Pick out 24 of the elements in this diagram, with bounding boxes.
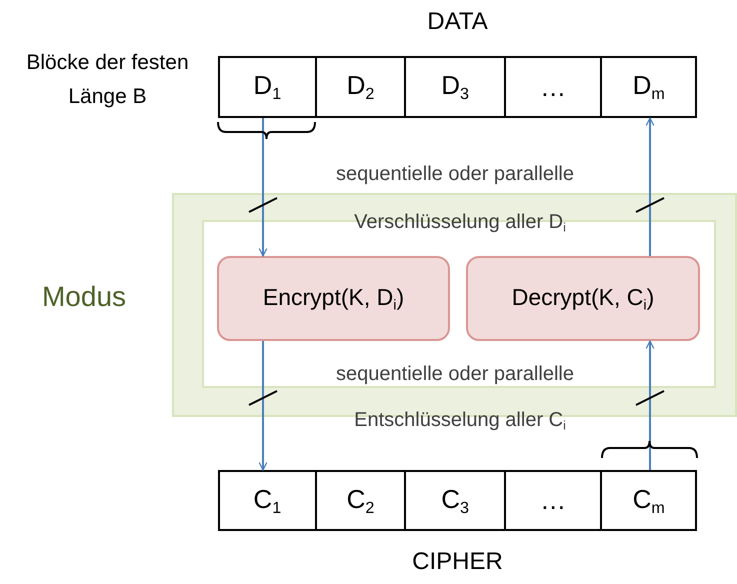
annotation-text: Verschlüsselung aller D$_{i}$ <box>353 210 567 236</box>
bar-title: CIPHER <box>411 548 504 576</box>
process-box: Encrypt(K, D$_{i}$) <box>217 256 450 341</box>
block-cell: D$_{m}$ <box>600 58 695 116</box>
block-cell: D$_{2}$ <box>314 58 404 116</box>
block-cell: D$_{1}$ <box>220 58 315 116</box>
frame-title: Modus <box>40 281 128 313</box>
arrow <box>646 117 654 256</box>
annotation-text: Entschlüsselung aller C$_{i}$ <box>353 408 567 434</box>
bar-title: DATA <box>426 8 489 36</box>
process-box: Decrypt(K, C$_{i}$) <box>466 256 700 341</box>
block-cell: C$_{3}$ <box>404 472 504 529</box>
annotation-text: Blöcke der festen Länge B <box>25 50 190 110</box>
block-cell: … <box>504 472 600 529</box>
annotation-text: sequentielle oder parallelle <box>335 162 575 186</box>
arrow <box>258 341 268 471</box>
block-cell: C$_{2}$ <box>314 472 404 529</box>
block-cell: C$_{1}$ <box>220 472 315 529</box>
block-cell: … <box>504 58 600 116</box>
block-cell: D$_{3}$ <box>404 58 504 116</box>
annotation-text: sequentielle oder parallelle <box>335 362 575 386</box>
arrow <box>646 340 654 470</box>
block-cell: C$_{m}$ <box>600 472 695 529</box>
arrow <box>258 118 268 257</box>
